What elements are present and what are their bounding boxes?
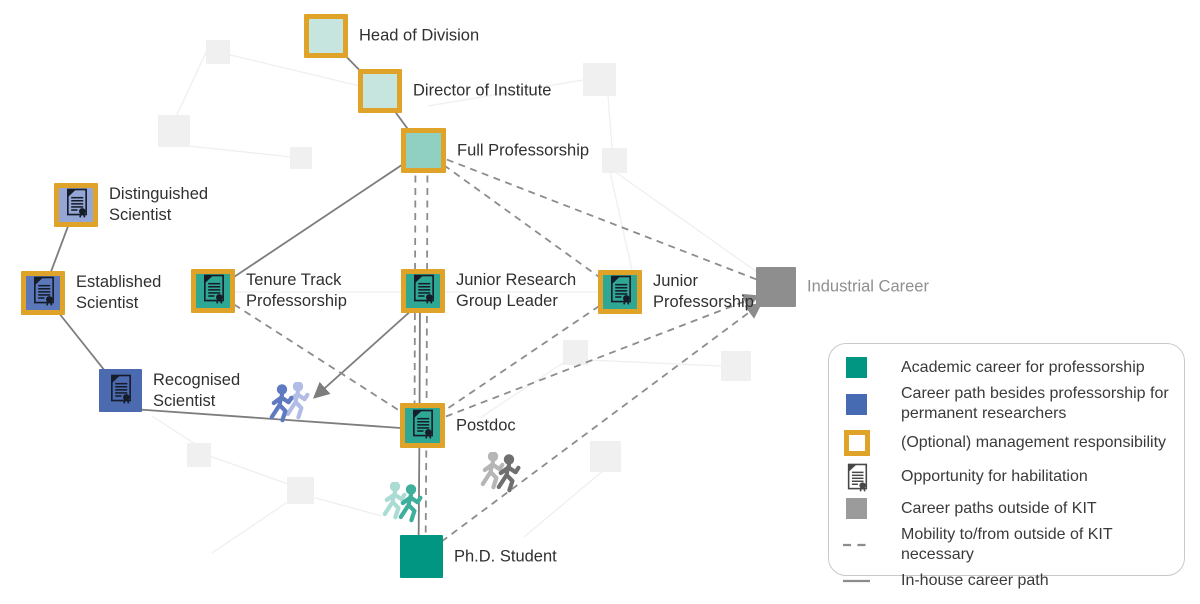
legend: Academic career for professorship Career…	[828, 343, 1185, 589]
habilitation-icon	[30, 275, 57, 311]
node-label-full-professorship: Full Professorship	[457, 141, 590, 159]
node-junior-professorship	[598, 270, 642, 314]
edge-full-professorship--junior-research-group-leader	[426, 150, 429, 292]
edge-full-professorship--junior-professorship	[422, 149, 621, 293]
people-icon-blue	[264, 381, 314, 431]
teal-square-icon	[843, 357, 870, 378]
node-head-of-division	[304, 14, 348, 58]
node-established-scientist	[21, 271, 65, 315]
node-industrial-career	[756, 267, 796, 307]
habilitation-icon	[409, 408, 436, 444]
node-recognised-scientist	[99, 369, 142, 412]
edge-phd-student--pt	[420, 302, 763, 558]
people-icon-teal	[377, 481, 427, 531]
solid-line-icon	[843, 578, 870, 584]
habilitation-icon	[843, 462, 870, 492]
legend-item-habilitation: Opportunity for habilitation	[843, 462, 1170, 492]
node-full-professorship	[401, 128, 446, 173]
legend-item-label: In-house career path	[901, 572, 1049, 589]
legend-item-label: Career path besides professorship for pe…	[901, 385, 1169, 422]
habilitation-icon	[410, 273, 437, 309]
node-label-industrial-career: Industrial Career	[807, 277, 929, 296]
legend-item-label: Mobility to/from outside of KIT necessar…	[901, 526, 1113, 563]
legend-item-permanent-researchers: Career path besides professorship for pe…	[843, 384, 1170, 424]
node-director-of-institute	[358, 69, 402, 113]
habilitation-icon	[607, 274, 634, 310]
legend-item-management-responsibility: (Optional) management responsibility	[843, 430, 1170, 456]
node-label-director-of-institute: Director of Institute	[413, 81, 552, 100]
edge-junior-research-group-leader--postdoc	[425, 290, 428, 426]
node-postdoc	[400, 403, 445, 448]
node-tenure-track-professorship	[191, 269, 235, 313]
habilitation-icon	[200, 273, 227, 309]
people-icon-gray	[475, 451, 525, 501]
legend-item-outside-kit: Career paths outside of KIT	[843, 498, 1170, 519]
habilitation-icon	[107, 373, 134, 409]
node-label-postdoc: Postdoc	[456, 416, 516, 434]
edge-tenure-track-professorship--postdoc	[212, 290, 423, 427]
legend-item-label: Career paths outside of KIT	[901, 499, 1097, 517]
legend-item-label: Academic career for professorship	[901, 358, 1145, 376]
legend-item-inhouse: In-house career path	[843, 571, 1170, 591]
gold-outline-square-icon	[843, 430, 870, 456]
legend-item-academic-career: Academic career for professorship	[843, 357, 1170, 378]
node-label-phd-student: Ph.D. Student	[454, 547, 557, 565]
edge-postdoc--pt	[422, 293, 760, 427]
edge-junior-professorship--postdoc	[421, 291, 621, 427]
edge-pt--pt	[312, 299, 424, 399]
edge-full-professorship--industrial-career	[423, 149, 777, 288]
edge-full-professorship--tenure-track-professorship	[212, 149, 424, 292]
node-phd-student	[400, 535, 443, 578]
edge-postdoc--phd-student	[424, 425, 428, 557]
node-label-head-of-division: Head of Division	[359, 26, 480, 45]
legend-item-mobility: Mobility to/from outside of KIT necessar…	[843, 525, 1170, 565]
legend-item-label: (Optional) management responsibility	[901, 434, 1167, 451]
edge-pt--pt	[131, 408, 416, 430]
legend-item-label: Opportunity for habilitation	[901, 468, 1088, 485]
blue-square-icon	[843, 393, 870, 415]
habilitation-icon	[63, 187, 90, 223]
node-distinguished-scientist	[54, 183, 98, 227]
node-junior-research-group-leader	[401, 269, 445, 313]
gray-square-icon	[843, 498, 870, 519]
dashed-line-icon	[843, 542, 870, 548]
